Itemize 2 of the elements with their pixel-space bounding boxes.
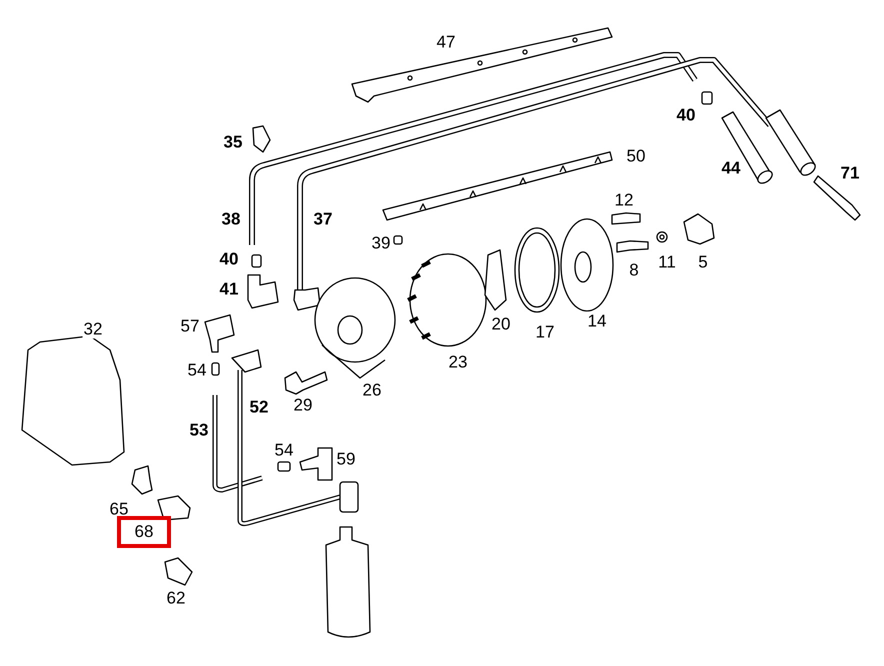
highlight-box: 68: [117, 516, 171, 548]
callout-number: 32: [82, 320, 104, 338]
